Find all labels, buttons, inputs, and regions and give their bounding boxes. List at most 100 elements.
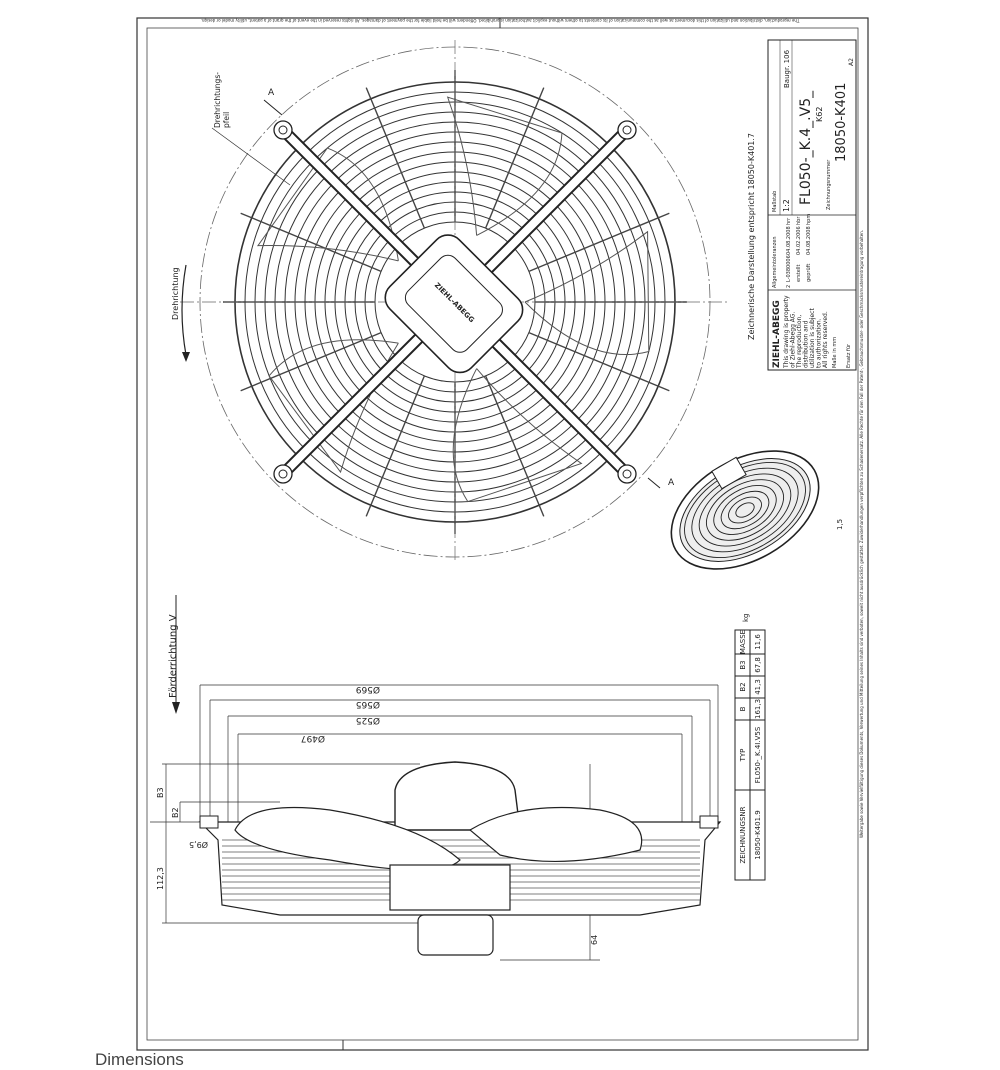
mounting-hole-inner <box>622 125 632 135</box>
table-cell: FL050-_K.4I.V5S <box>754 726 762 783</box>
fan-iso-view <box>670 450 820 570</box>
drawing-no-label: Zeichnungsnummer <box>826 159 832 210</box>
table-cell: 11,6 <box>754 634 762 650</box>
mounting-hole-inner <box>278 125 288 135</box>
dim-64: 64 <box>590 935 599 945</box>
table-cell: 18050-K401.9 <box>754 810 762 859</box>
revision-cell: erstellt <box>796 264 802 282</box>
mounting-hole <box>617 120 637 140</box>
grille-spoke <box>528 331 670 392</box>
designation: FL050-_K.4_.V5_ <box>798 90 814 205</box>
rotation-label: Drehrichtung <box>171 267 180 320</box>
table-cell: 161,3 <box>754 699 762 719</box>
grille-spoke <box>240 331 382 392</box>
caption: Dimensions <box>95 1050 184 1069</box>
property-note-line: of Ziehl-Abegg AG. <box>790 312 797 368</box>
iso-ring <box>713 485 777 535</box>
representation-note: Zeichnerische Darstellung entspricht 180… <box>747 133 756 340</box>
property-note-line: distribution and <box>803 320 810 368</box>
section-a-top: A <box>268 88 275 98</box>
grille-spoke <box>365 87 426 229</box>
side-notice: Weitergabe sowie Vervielfältigung dieses… <box>859 230 864 838</box>
dim-565: Ø565 <box>356 699 380 710</box>
section-arrow <box>263 99 283 116</box>
table-unit: kg <box>742 614 750 623</box>
mounting-hole <box>273 464 293 484</box>
mounting-hole <box>617 464 637 484</box>
dimension-lines <box>150 684 719 961</box>
drawing-no: 18050-K401 <box>834 83 849 162</box>
grille-spoke <box>365 375 426 517</box>
section-arrow <box>647 477 661 489</box>
top-notice: The reproduction, distribution and utili… <box>201 18 801 23</box>
arrow-head <box>172 702 180 714</box>
fan-side-view <box>198 761 722 956</box>
dim-525: Ø525 <box>356 715 380 726</box>
dim-112: 112,3 <box>156 867 165 890</box>
table-header: TYP <box>739 749 747 763</box>
property-note-line: utilization is subject <box>809 308 816 368</box>
table-cell: 67,8 <box>754 657 762 673</box>
iso-ring <box>720 490 770 530</box>
replaced-by: Ersatz für <box>846 343 852 368</box>
terminal-box <box>384 234 524 374</box>
grille-dim: 1,5 <box>836 519 844 530</box>
dim-b3: B3 <box>156 787 165 798</box>
dim-497: Ø497 <box>301 733 325 744</box>
revision-cell: hbr <box>796 216 802 225</box>
fan-blade <box>524 230 650 355</box>
rotation-direction-arrow <box>181 264 187 356</box>
property-note-line: All rights reserved. <box>822 311 829 368</box>
flow-direction-label: Förderrichtung V <box>168 614 179 698</box>
title-block <box>767 39 857 371</box>
revision-cell: hpm <box>806 214 812 225</box>
mounting-hole-inner <box>622 469 632 479</box>
tolerance-label: Allgemeintoleranzen <box>772 236 778 288</box>
table-header: ZEICHNUNGSNR <box>739 806 747 863</box>
iso-ring <box>728 496 762 524</box>
fan-blade <box>452 368 583 503</box>
revision-cell: geprüft <box>806 264 812 282</box>
table-header: MASSE <box>739 630 747 654</box>
revision-cell: L-0380006 <box>786 255 792 282</box>
fan-blade <box>446 96 563 236</box>
dim-b2: B2 <box>171 807 180 818</box>
property-note-line: to authorization. <box>816 318 823 368</box>
revision-cell: hrr <box>786 217 792 225</box>
grille-spoke <box>528 212 670 273</box>
fan-top-view: ZIEHL-ABEGG Drehrichtungs-pfeil Drehrich… <box>171 40 730 560</box>
iso-ring <box>735 502 755 518</box>
property-note-line: The reproduction, <box>796 315 803 369</box>
grille-spoke <box>240 212 382 273</box>
variant-table: ZEICHNUNGSNRTYPBB2B3MASSE18050-K401.9FL0… <box>734 629 766 881</box>
terminal-box-lid <box>404 254 503 353</box>
revision-rows: 2L-038000604.08.2008hrrerstellt04.02.200… <box>786 214 812 288</box>
property-note-line: This drawing is property <box>783 295 790 369</box>
table-cell: 41,3 <box>754 679 762 695</box>
mounting-hole-inner <box>278 469 288 479</box>
iso-ring <box>706 479 784 541</box>
mounting-hole <box>273 120 293 140</box>
section-a-bottom: A <box>668 478 675 488</box>
outer-frame <box>136 17 869 1051</box>
dim-569: Ø569 <box>355 684 380 695</box>
company-logo: ZIEHL-ABEGG <box>772 300 782 368</box>
scale: 1:2 <box>782 199 791 212</box>
revision-cell: 04.08.2008 <box>786 226 792 255</box>
dims-in-mm: Maße in mm <box>832 337 838 368</box>
table-header: B3 <box>739 660 747 669</box>
inner-frame <box>146 27 859 1041</box>
revision-cell: 04.08.2008 <box>806 226 812 255</box>
grille-spoke <box>484 87 545 229</box>
grille-spoke <box>484 375 545 517</box>
fan-blade <box>256 147 399 262</box>
revision-cell: 2 <box>786 285 792 288</box>
size-label: Baugr. 106 <box>783 49 791 88</box>
arrow-head <box>182 352 190 362</box>
dim-hole: Ø9,5 <box>189 840 208 850</box>
table-header: B2 <box>739 682 747 691</box>
scale-label: Maßstab <box>772 191 778 212</box>
designation-sub: K62 <box>815 107 824 122</box>
